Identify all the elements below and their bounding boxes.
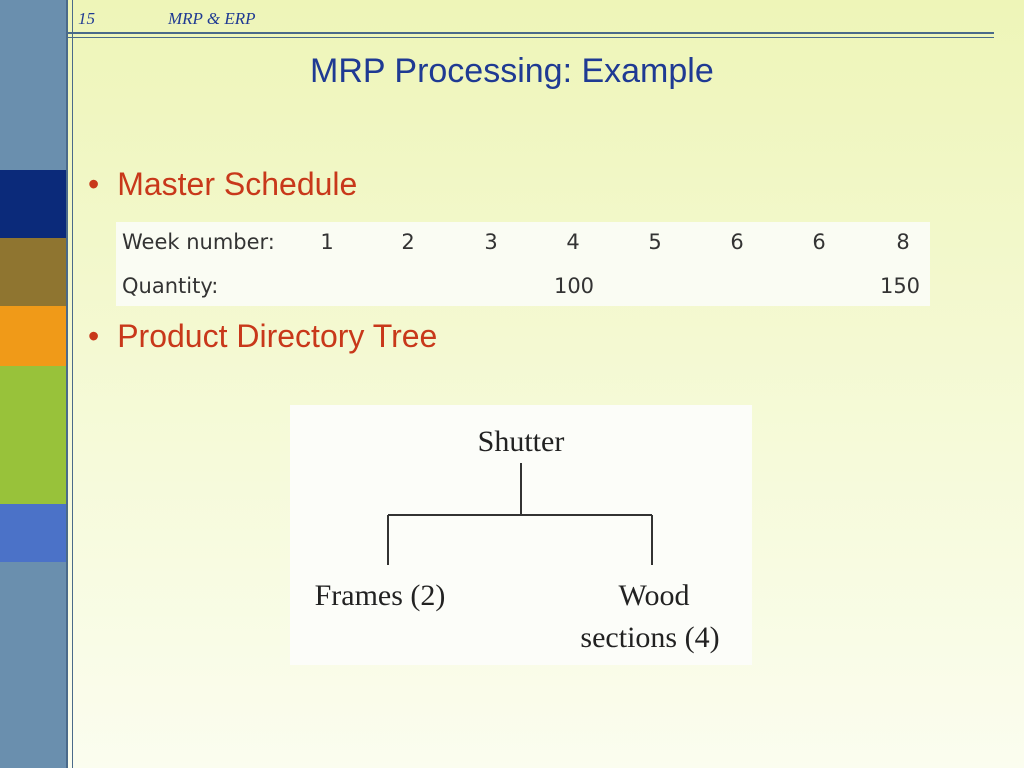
week-cell: 2	[401, 230, 415, 254]
quantity-cell: 100	[553, 274, 595, 298]
tree-child-frames: Frames (2)	[315, 579, 446, 612]
week-cell: 5	[648, 230, 662, 254]
sidebar-block-olive	[0, 238, 68, 306]
quantity-cell: 150	[879, 274, 921, 298]
header-rule-1	[66, 32, 994, 34]
sidebar-block-orange	[0, 306, 68, 366]
bullet-text: Product Directory Tree	[117, 318, 438, 354]
week-cell: 1	[320, 230, 334, 254]
vertical-rule-2	[72, 0, 73, 768]
bullet-dot-icon: •	[88, 166, 100, 202]
product-structure-tree: Shutter Frames (2) Wood sections (4)	[290, 405, 752, 665]
deck-title: MRP & ERP	[168, 9, 256, 28]
sidebar-block-navy	[0, 170, 68, 238]
quantity-label: Quantity:	[122, 274, 219, 298]
week-number-label: Week number:	[122, 230, 275, 254]
week-cell: 3	[484, 230, 498, 254]
week-cell: 8	[896, 230, 910, 254]
sidebar-block-green	[0, 366, 68, 504]
bullet-text: Master Schedule	[117, 166, 358, 202]
vertical-rule-1	[66, 0, 68, 768]
slide-number: 15	[78, 9, 95, 28]
bullet-master-schedule: • Master Schedule	[88, 166, 357, 203]
bullet-product-directory-tree: • Product Directory Tree	[88, 318, 437, 355]
master-schedule-table: Week number: Quantity: 1 2 3 4 5 6 6 8 1…	[116, 222, 930, 306]
sidebar-block-blue	[0, 504, 68, 562]
header-rule-2	[66, 37, 994, 38]
week-cell: 4	[566, 230, 580, 254]
tree-diagram: Shutter Frames (2) Wood sections (4)	[315, 425, 720, 654]
tree-root-label: Shutter	[478, 425, 565, 458]
slide-title: MRP Processing: Example	[310, 52, 714, 90]
tree-child-wood: Wood	[619, 579, 690, 612]
tree-child-wood-line2: sections (4)	[580, 621, 719, 654]
bullet-dot-icon: •	[88, 318, 100, 354]
week-cell: 6	[730, 230, 744, 254]
week-cell: 6	[812, 230, 826, 254]
